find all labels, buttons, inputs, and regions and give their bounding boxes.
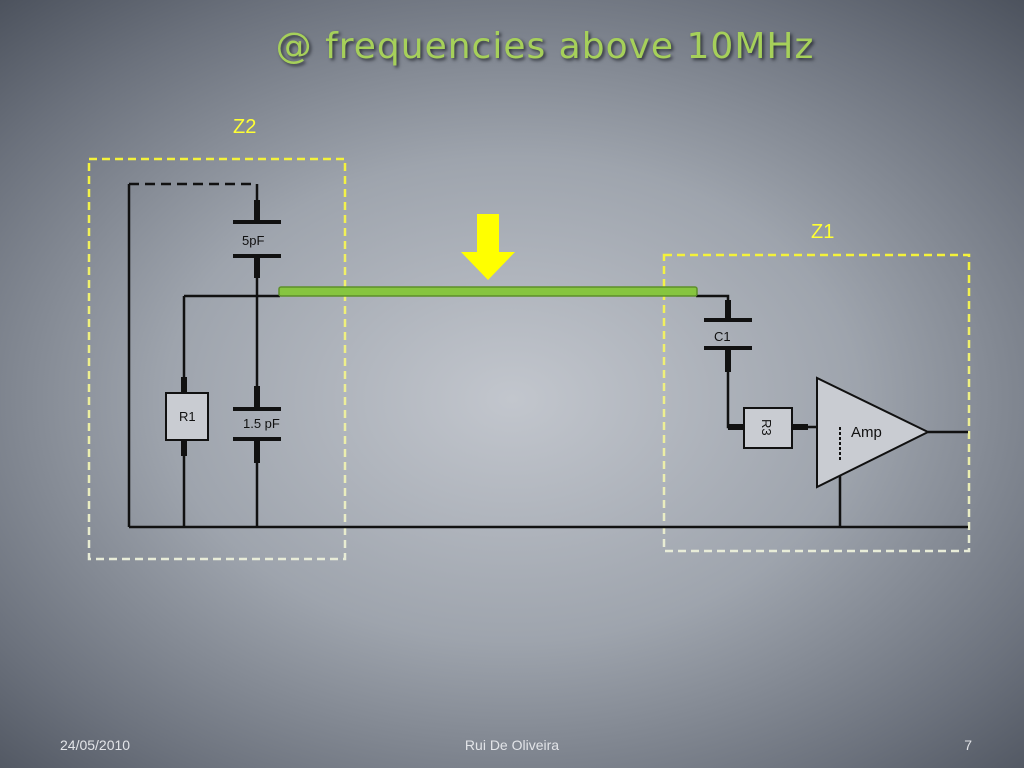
footer-page-number: 7 <box>964 737 972 753</box>
amplifier: Amp <box>816 376 931 489</box>
footer-author: Rui De Oliveira <box>464 737 560 753</box>
resistor-r3: R3 <box>728 407 808 449</box>
slide-title: @ frequencies above 10MHz <box>275 26 815 67</box>
resistor-r3-label: R3 <box>759 419 774 436</box>
transmission-line <box>278 286 698 297</box>
capacitor-5pf: 5pF <box>233 200 281 278</box>
zone-z1-label: Z1 <box>811 221 834 243</box>
amp-label: Amp <box>851 424 882 441</box>
cap-1-5pf-label: 1.5 pF <box>243 416 280 431</box>
right-node-wire <box>696 294 730 320</box>
down-arrow-icon <box>461 214 515 280</box>
cap-c1-label: C1 <box>714 329 731 344</box>
footer-date: 24/05/2010 <box>60 737 131 753</box>
zone-z1-outline <box>662 253 971 553</box>
capacitor-1-5pf: 1.5 pF <box>233 386 281 463</box>
zone-z2-outline <box>87 157 347 561</box>
resistor-r1-label: R1 <box>179 409 196 424</box>
capacitor-c1: C1 <box>704 300 752 372</box>
zone-z2-label: Z2 <box>233 116 256 138</box>
resistor-r1: R1 <box>165 377 209 456</box>
cap-5pf-label: 5pF <box>242 233 264 248</box>
